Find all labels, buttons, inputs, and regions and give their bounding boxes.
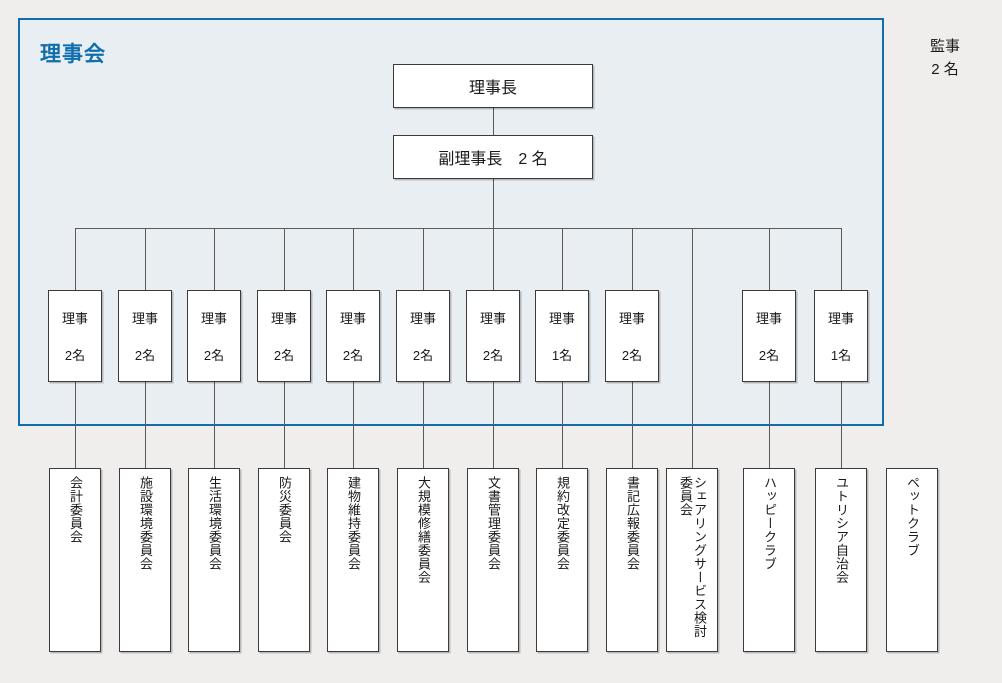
committee-box-7: 規約改定委員会 [536,468,588,652]
director-role-label: 理事 [479,311,506,327]
connector-director-to-committee-10 [769,382,770,468]
director-box-2: 理事 2名 [187,290,241,382]
connector-bus-to-committee-9 [692,228,693,468]
director-role-label: 理事 [270,311,297,327]
committee-label: ペットクラブ [905,476,921,557]
director-role-label: 理事 [827,311,854,327]
director-count-label: 2名 [134,347,156,363]
director-box-6: 理事 2名 [466,290,520,382]
connector-director-to-committee-4 [353,382,354,468]
director-count-label: 2名 [273,347,295,363]
committee-box-6: 文書管理委員会 [467,468,519,652]
committee-box-0: 会計委員会 [49,468,101,652]
chairman-box-label: 理事長 [468,80,517,97]
connector-director-to-committee-6 [493,382,494,468]
connector-bus-to-director-3 [284,228,285,290]
committee-label: 施設環境委員会 [138,476,154,571]
director-box-4: 理事 2名 [326,290,380,382]
director-count-label: 2名 [758,347,780,363]
connector-director-to-committee-7 [562,382,563,468]
committee-label: ハッピークラブ [762,476,778,571]
committee-box-10: ハッピークラブ [743,468,795,652]
director-role-label: 理事 [548,311,575,327]
director-role-label: 理事 [755,311,782,327]
director-box-5: 理事 2名 [396,290,450,382]
connector-director-to-committee-11 [841,382,842,468]
committee-label: 書記広報委員会 [625,476,641,571]
director-count-label: 2名 [482,347,504,363]
connector-bus-to-director-0 [75,228,76,290]
committee-box-11: ユトリシア自治会 [815,468,867,652]
director-box-3: 理事 2名 [257,290,311,382]
committee-label: 文書管理委員会 [486,476,502,571]
committee-box-3: 防災委員会 [258,468,310,652]
connector-bus-to-director-1 [145,228,146,290]
connector-director-to-committee-5 [423,382,424,468]
connector-bus-to-director-2 [214,228,215,290]
committee-label: 防災委員会 [277,476,293,544]
connector-bus-to-director-5 [423,228,424,290]
auditor-note: 監事 2 名 [905,36,985,81]
connector-director-to-committee-3 [284,382,285,468]
connector-chairman-to-vice [493,108,494,135]
director-count-label: 1名 [551,347,573,363]
chairman-box: 理事長 [393,64,593,108]
director-role-label: 理事 [131,311,158,327]
connector-bus-to-director-11 [841,228,842,290]
director-box-11: 理事 1名 [814,290,868,382]
connector-director-to-committee-1 [145,382,146,468]
auditor-count-label: 2 名 [931,60,959,78]
director-role-label: 理事 [409,311,436,327]
connector-bus-to-director-4 [353,228,354,290]
connector-director-to-committee-0 [75,382,76,468]
connector-bus-to-director-6 [493,228,494,290]
connector-bus-to-director-10 [769,228,770,290]
committee-box-9: シェアリングサービス検討委員会 [666,468,718,652]
vice-chairman-box: 副理事長 2 名 [393,135,593,179]
director-count-label: 2名 [621,347,643,363]
committee-box-1: 施設環境委員会 [119,468,171,652]
committee-label: 大規模修繕委員会 [416,476,432,584]
committee-label: 規約改定委員会 [555,476,571,571]
director-role-label: 理事 [618,311,645,327]
committee-label: 生活環境委員会 [207,476,223,571]
director-role-label: 理事 [61,311,88,327]
director-count-label: 2名 [64,347,86,363]
director-count-label: 2名 [203,347,225,363]
committee-label: ユトリシア自治会 [834,476,850,584]
director-box-7: 理事 1名 [535,290,589,382]
connector-bus-to-director-8 [632,228,633,290]
connector-director-to-committee-8 [632,382,633,468]
director-box-10: 理事 2名 [742,290,796,382]
committee-label: 会計委員会 [68,476,84,544]
director-box-1: 理事 2名 [118,290,172,382]
committee-box-5: 大規模修繕委員会 [397,468,449,652]
committee-label: シェアリングサービス検討委員会 [678,476,708,638]
board-panel-title: 理事会 [40,43,106,66]
director-count-label: 2名 [342,347,364,363]
committee-box-12: ペットクラブ [886,468,938,652]
director-box-8: 理事 2名 [605,290,659,382]
director-count-label: 2名 [412,347,434,363]
committee-box-8: 書記広報委員会 [606,468,658,652]
director-box-0: 理事 2名 [48,290,102,382]
vice-chairman-box-label: 副理事長 2 名 [438,151,548,168]
connector-bus-to-director-7 [562,228,563,290]
director-role-label: 理事 [339,311,366,327]
connector-director-to-committee-2 [214,382,215,468]
connector-bus-horizontal [75,228,841,229]
committee-box-4: 建物維持委員会 [327,468,379,652]
committee-box-2: 生活環境委員会 [188,468,240,652]
director-role-label: 理事 [200,311,227,327]
auditor-role-label: 監事 [929,38,960,55]
committee-label: 建物維持委員会 [346,476,362,571]
connector-vice-to-bus [493,179,494,228]
director-count-label: 1名 [830,347,852,363]
